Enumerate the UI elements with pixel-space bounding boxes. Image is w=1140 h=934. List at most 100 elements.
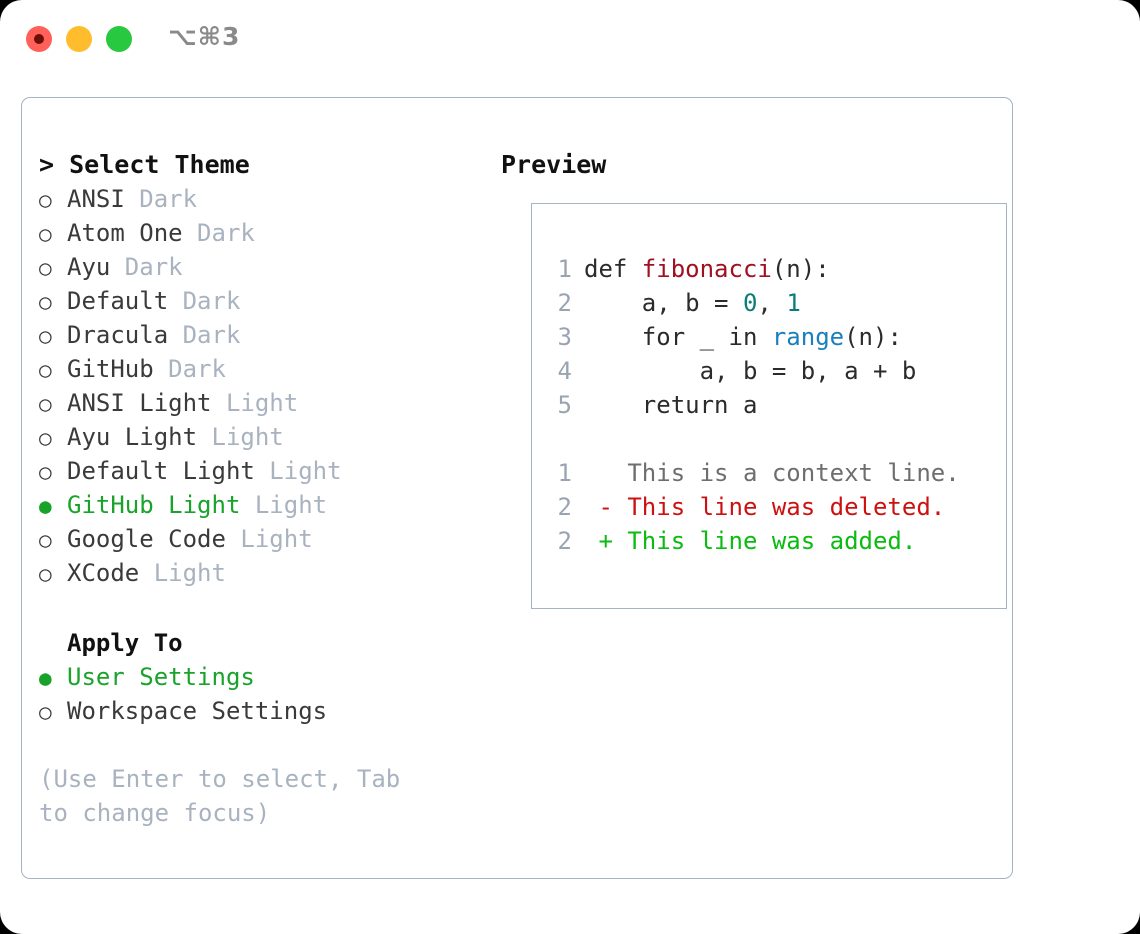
prompt-caret-icon: > <box>39 150 55 179</box>
theme-list-item[interactable]: ○ GitHub Dark <box>39 352 489 386</box>
theme-kind-badge: Dark <box>182 219 255 247</box>
theme-name: Default <box>67 287 169 315</box>
code-line: 3 for _ in range(n): <box>550 320 960 354</box>
code-token: return a <box>584 391 758 419</box>
code-line: 5 return a <box>550 388 960 422</box>
radio-selected-icon: ● <box>39 494 52 518</box>
code-token: 0 <box>742 289 758 317</box>
radio-empty-icon: ○ <box>39 528 52 552</box>
line-number: 1 <box>557 255 572 283</box>
diff-text: - This line was deleted. <box>584 493 946 521</box>
radio-empty-icon: ○ <box>39 256 52 280</box>
theme-list-item[interactable]: ○Ayu Dark <box>39 250 489 284</box>
radio-empty-icon: ○ <box>39 358 52 382</box>
theme-kind-badge: Dark <box>168 287 241 315</box>
theme-kind-badge: Dark <box>168 321 241 349</box>
close-button[interactable] <box>26 26 52 52</box>
code-token: (n): <box>844 323 902 351</box>
theme-kind-badge: Light <box>240 491 328 519</box>
theme-kind-badge: Light <box>225 525 313 553</box>
line-number: 3 <box>557 323 572 351</box>
code-token: def <box>584 255 642 283</box>
code-token: , <box>757 289 787 317</box>
apply-to-option[interactable]: ○ Workspace Settings <box>39 694 489 728</box>
radio-empty-icon: ○ <box>39 426 52 450</box>
maximize-button[interactable] <box>106 26 132 52</box>
code-spacer <box>550 422 960 456</box>
theme-name: Atom One <box>67 219 183 247</box>
radio-empty-icon: ○ <box>39 700 52 724</box>
theme-list-item[interactable]: ○ Ayu Light Light <box>39 420 489 454</box>
apply-to-title: Apply To <box>67 629 183 657</box>
theme-list-item[interactable]: ○ Google Code Light <box>39 522 489 556</box>
theme-kind-badge: Light <box>254 457 342 485</box>
line-number: 4 <box>557 357 572 385</box>
theme-list-item[interactable]: ○ ANSI Light Light <box>39 386 489 420</box>
radio-empty-icon: ○ <box>39 324 52 348</box>
theme-list-item[interactable]: ○ Atom One Dark <box>39 216 489 250</box>
line-number: 1 <box>557 459 572 487</box>
theme-kind-badge: Light <box>139 559 226 587</box>
theme-list-item[interactable]: ○ XCode Light <box>39 556 489 590</box>
theme-list-item[interactable]: ○ Default Dark <box>39 284 489 318</box>
page-title: Select Theme <box>69 150 250 179</box>
theme-list-item[interactable]: ○ Dracula Dark <box>39 318 489 352</box>
radio-empty-icon: ○ <box>39 392 52 416</box>
theme-name: GitHub <box>67 355 154 383</box>
code-token: (n): <box>771 255 830 283</box>
apply-to-label: Workspace Settings <box>67 697 328 725</box>
diff-text: This is a context line. <box>584 459 960 487</box>
radio-empty-icon: ○ <box>39 188 52 212</box>
titlebar: ⌥⌘3 <box>0 0 1140 78</box>
apply-to-section: Apply To ● User Settings ○ Workspace Settin… <box>39 626 489 728</box>
theme-name: Ayu <box>67 253 111 281</box>
theme-name: XCode <box>67 559 140 587</box>
diff-line: 1 This is a context line. <box>550 456 960 490</box>
theme-name: Google Code <box>67 525 226 553</box>
theme-name: Dracula <box>67 321 169 349</box>
theme-name: ANSI Light <box>67 389 212 417</box>
code-token: range <box>771 323 845 351</box>
theme-kind-badge: Dark <box>124 185 198 213</box>
keyboard-shortcut-label: ⌥⌘3 <box>168 22 241 51</box>
theme-list: ○ANSI Dark○Atom One Dark○Ayu Dark○Defaul… <box>39 182 489 590</box>
radio-selected-icon: ● <box>39 666 52 690</box>
line-number: 2 <box>557 527 572 555</box>
theme-kind-badge: Light <box>211 389 299 417</box>
apply-to-options: ● User Settings ○ Workspace Settings <box>39 660 489 728</box>
minimize-button[interactable] <box>66 26 92 52</box>
radio-empty-icon: ○ <box>39 562 52 586</box>
theme-kind-badge: Dark <box>153 355 226 383</box>
theme-list-item[interactable]: ○ ANSI Dark <box>39 182 489 216</box>
theme-name: GitHub Light <box>67 491 241 519</box>
theme-list-item[interactable]: ● GitHub Light Light <box>39 488 489 522</box>
preview-title: Preview <box>501 150 607 179</box>
theme-list-item[interactable]: ○Default Light Light <box>39 454 489 488</box>
code-token: for _ in <box>584 323 772 351</box>
apply-to-label: User Settings <box>67 663 255 691</box>
diff-line: 2 + This line was added. <box>550 524 960 558</box>
radio-empty-icon: ○ <box>39 222 52 246</box>
diff-text: + This line was added. <box>584 527 917 555</box>
code-line: 2 a, b = 0, 1 <box>550 286 960 320</box>
line-number: 5 <box>557 391 572 419</box>
radio-empty-icon: ○ <box>39 290 52 314</box>
apply-to-option[interactable]: ● User Settings <box>39 660 489 694</box>
theme-list-title: > Select Theme <box>39 148 489 182</box>
code-line: 4 a, b = b, a + b <box>550 354 960 388</box>
main-panel: > Select Theme ○ANSI Dark○Atom One Dark○… <box>21 97 1013 879</box>
theme-name: Ayu Light <box>67 423 198 451</box>
line-number: 2 <box>557 493 572 521</box>
radio-empty-icon: ○ <box>39 460 52 484</box>
diff-line: 2 - This line was deleted. <box>550 490 960 524</box>
code-token: a, b = <box>584 289 743 317</box>
code-token: 1 <box>786 289 801 317</box>
code-token: a, b = b, a + b <box>584 357 917 385</box>
theme-kind-badge: Light <box>197 423 284 451</box>
theme-name: ANSI <box>67 185 125 213</box>
